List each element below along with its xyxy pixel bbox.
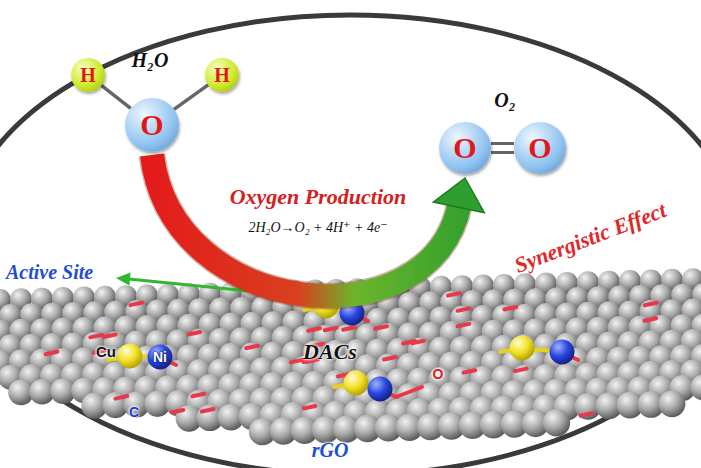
oxygen-bond	[102, 332, 118, 339]
reaction-arrow	[152, 155, 484, 296]
oxygen-bond	[643, 300, 659, 307]
arrow-band	[152, 155, 459, 296]
nickel-atom	[550, 340, 575, 365]
oxygen-bond	[190, 391, 206, 398]
frame-ellipse	[0, 15, 701, 468]
oxygen-bond	[301, 404, 317, 411]
atom-symbol: O	[140, 110, 163, 140]
oxygen-bond	[88, 332, 104, 339]
edge-label: Oxygen Production	[230, 184, 407, 209]
oxygen-atom: O	[514, 122, 566, 174]
active-site-label: Active Site	[6, 261, 93, 284]
oxygen-bond	[382, 355, 398, 362]
dual-atom-sites	[108, 294, 578, 402]
molecule-formula: O₂	[494, 89, 515, 112]
oxygen-bond	[306, 326, 322, 333]
oxygen-bond	[186, 330, 202, 337]
carbon-atom	[659, 390, 686, 417]
atom-symbol: H	[80, 65, 96, 85]
oxygen-bond	[244, 343, 260, 350]
bond-line	[174, 85, 208, 109]
atom-symbol: O	[453, 133, 476, 163]
atom-symbol: O	[528, 133, 551, 163]
oxygen-bond	[128, 300, 144, 307]
nickel-atom	[368, 377, 393, 402]
molecule-formula: H₂O	[132, 49, 169, 72]
oxygen-bond	[322, 325, 338, 332]
hydrogen-atom: H	[205, 58, 239, 92]
bond-line	[491, 151, 514, 154]
oxygen-bond	[113, 394, 129, 401]
oxygen-bond	[169, 408, 185, 415]
oxygen-bond	[513, 366, 529, 373]
arrow-shadow	[152, 155, 459, 296]
effect-label: Synergistic Effect	[511, 197, 670, 278]
reaction-equation: 2H₂O→O₂ + 4H⁺ + 4e⁻	[248, 220, 387, 236]
chemical-bond	[174, 85, 208, 109]
element-label: Ni	[153, 349, 167, 365]
oxygen-bond	[642, 316, 658, 323]
element-label: O	[433, 366, 444, 382]
oxygen-bond	[199, 407, 215, 414]
dac-label: DACs	[303, 339, 357, 364]
chemical-bond	[101, 85, 130, 108]
oxygen-bond	[446, 291, 462, 298]
copper-atom	[118, 344, 143, 369]
oxygen-atom: O	[439, 122, 491, 174]
oxygen-bond	[455, 321, 471, 328]
element-label: C	[129, 404, 139, 420]
nickel-atom	[148, 345, 173, 370]
support-label: rGO	[312, 439, 349, 462]
oxygen-bond	[373, 324, 389, 331]
oxygen-bond	[43, 349, 59, 356]
bond-line	[101, 85, 130, 108]
atom-symbol: H	[214, 65, 230, 85]
oxygen-bond	[502, 305, 518, 312]
arrowhead	[433, 178, 484, 213]
oxygen-bond	[461, 368, 477, 375]
oxygen-bond	[396, 387, 422, 397]
carbon-atom	[690, 374, 701, 400]
oxygen-bond	[410, 338, 426, 345]
oxygen-atom: O	[125, 98, 179, 152]
bond-line	[491, 142, 514, 145]
carbon-atom	[543, 409, 570, 436]
oxygen-bond	[578, 411, 594, 418]
leader-arrowhead	[116, 272, 131, 285]
oxygen-bond	[341, 325, 357, 332]
copper-atom	[344, 371, 369, 396]
hydrogen-atom: H	[71, 58, 105, 92]
chemical-bond	[491, 144, 514, 153]
copper-atom	[510, 336, 535, 361]
element-label: Cu	[96, 343, 116, 360]
oxygen-bond	[455, 306, 471, 313]
